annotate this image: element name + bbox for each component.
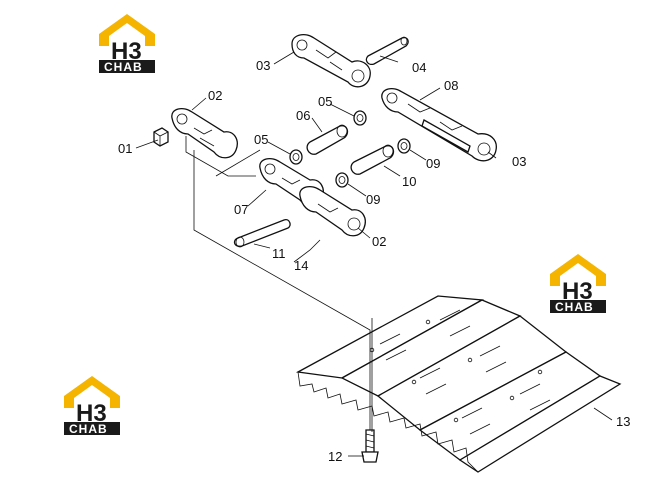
bushing-06 — [306, 124, 349, 155]
seal-09-left — [335, 172, 349, 188]
callout-02-top: 02 — [208, 88, 222, 103]
assembly-line — [193, 150, 371, 430]
track-link-lower-right — [299, 185, 366, 237]
callout-leaders — [135, 51, 613, 457]
callout-10: 10 — [402, 174, 416, 189]
callout-05-top: 05 — [318, 94, 332, 109]
callout-05-mid: 05 — [254, 132, 268, 147]
track-pin-11 — [233, 219, 291, 248]
callout-03-top: 03 — [256, 58, 270, 73]
callout-02-bottom: 02 — [372, 234, 386, 249]
track-pin — [365, 36, 409, 66]
seal-09-right — [397, 138, 411, 154]
callout-12: 12 — [328, 449, 342, 464]
callout-11: 11 — [272, 246, 286, 261]
callout-04: 04 — [412, 60, 426, 75]
bushing-05-mid — [289, 149, 303, 165]
callout-08: 08 — [444, 78, 458, 93]
callout-07: 07 — [234, 202, 248, 217]
shoe-bolt — [361, 429, 379, 463]
track-link-top — [291, 33, 371, 88]
callout-03-right: 03 — [512, 154, 526, 169]
callout-09-left: 09 — [366, 192, 380, 207]
assembly-line — [215, 149, 261, 177]
callout-06: 06 — [296, 108, 310, 123]
callout-09-right: 09 — [426, 156, 440, 171]
callout-14: 14 — [294, 258, 308, 273]
brand-logo: H3 CHAB — [550, 254, 606, 314]
callout-13: 13 — [616, 414, 630, 429]
brand-logo: H3 CHAB — [64, 376, 120, 436]
logo-wordmark: CHAB — [555, 300, 594, 314]
assembly-line — [185, 136, 256, 177]
track-link-right — [381, 87, 497, 162]
bushing-10 — [350, 144, 395, 175]
logo-wordmark: CHAB — [104, 60, 143, 74]
nut-01 — [153, 127, 169, 147]
brand-logo: H3 CHAB — [99, 14, 155, 74]
track-link-left — [171, 107, 238, 159]
track-shoes-assembly — [295, 295, 622, 473]
logo-wordmark: CHAB — [69, 422, 108, 436]
callout-01: 01 — [118, 141, 132, 156]
bushing-05-top — [353, 110, 367, 126]
